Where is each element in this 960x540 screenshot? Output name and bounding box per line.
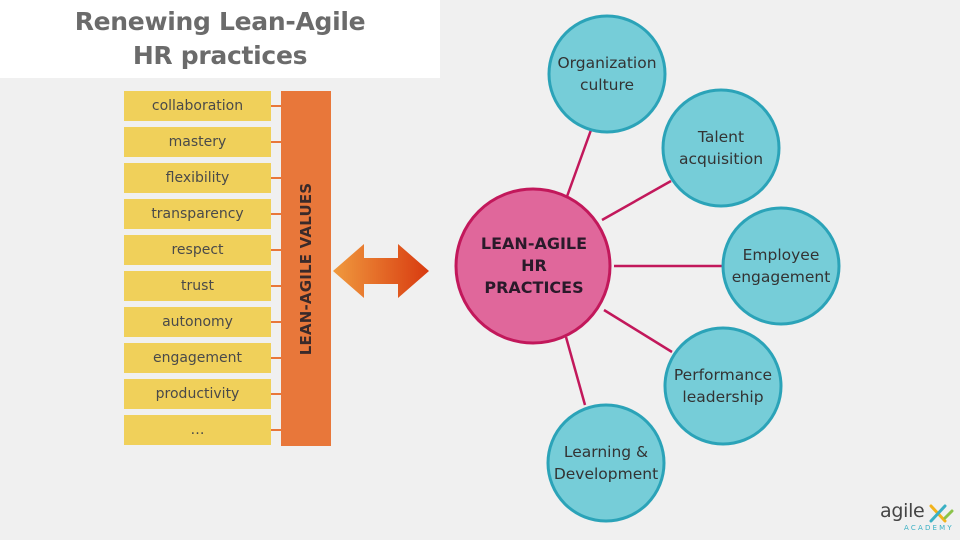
value-box-autonomy: autonomy [124, 307, 271, 337]
title-line-2: HR practices [132, 41, 308, 70]
link-talent-acquisition [601, 179, 672, 222]
center-circle [454, 187, 612, 345]
value-box-trust: trust [124, 271, 271, 301]
value-box-flexibility: flexibility [124, 163, 271, 193]
logo-x-icon [929, 504, 954, 523]
circle-organization-culture [547, 14, 667, 134]
logo-sub: ACADEMY [904, 524, 954, 532]
value-connector [271, 177, 281, 179]
title-box: Renewing Lean-Agile HR practices [0, 0, 440, 78]
circle-learning-development [546, 403, 666, 523]
value-connector [271, 321, 281, 323]
center-label: LEAN-AGILE HR PRACTICES [480, 234, 588, 297]
value-box-collaboration: collaboration [124, 91, 271, 121]
value-connector [271, 249, 281, 251]
link-learning-development [564, 336, 587, 406]
value-connector [271, 285, 281, 287]
link-organization-culture [563, 129, 593, 203]
value-box-engagement: engagement [124, 343, 271, 373]
value-connector [271, 429, 281, 431]
practice-label-performance-leadership: Performance leadership [673, 366, 773, 406]
value-connector [271, 357, 281, 359]
value-connector [271, 105, 281, 107]
value-connector [271, 393, 281, 395]
value-connector [271, 141, 281, 143]
practice-label-employee-engagement: Employee engagement [731, 246, 831, 286]
agile-academy-logo: agile ACADEMY [872, 498, 956, 538]
value-box-respect: respect [124, 235, 271, 265]
circle-employee-engagement [721, 206, 841, 326]
logo-word: agile [880, 500, 925, 522]
circle-talent-acquisition [661, 88, 781, 208]
value-box-ellipsis: … [124, 415, 271, 445]
circle-performance-leadership [663, 326, 783, 446]
values-bar: LEAN-AGILE VALUES [281, 91, 331, 446]
practice-label-organization-culture: Organization culture [557, 54, 657, 94]
practice-label-learning-development: Learning & Development [553, 443, 659, 483]
value-box-mastery: mastery [124, 127, 271, 157]
link-performance-leadership [603, 308, 673, 354]
title-line-1: Renewing Lean-Agile [74, 7, 366, 36]
value-box-productivity: productivity [124, 379, 271, 409]
double-arrow [333, 244, 429, 298]
value-connector [271, 213, 281, 215]
practice-label-talent-acquisition: Talent acquisition [678, 128, 764, 168]
value-box-transparency: transparency [124, 199, 271, 229]
